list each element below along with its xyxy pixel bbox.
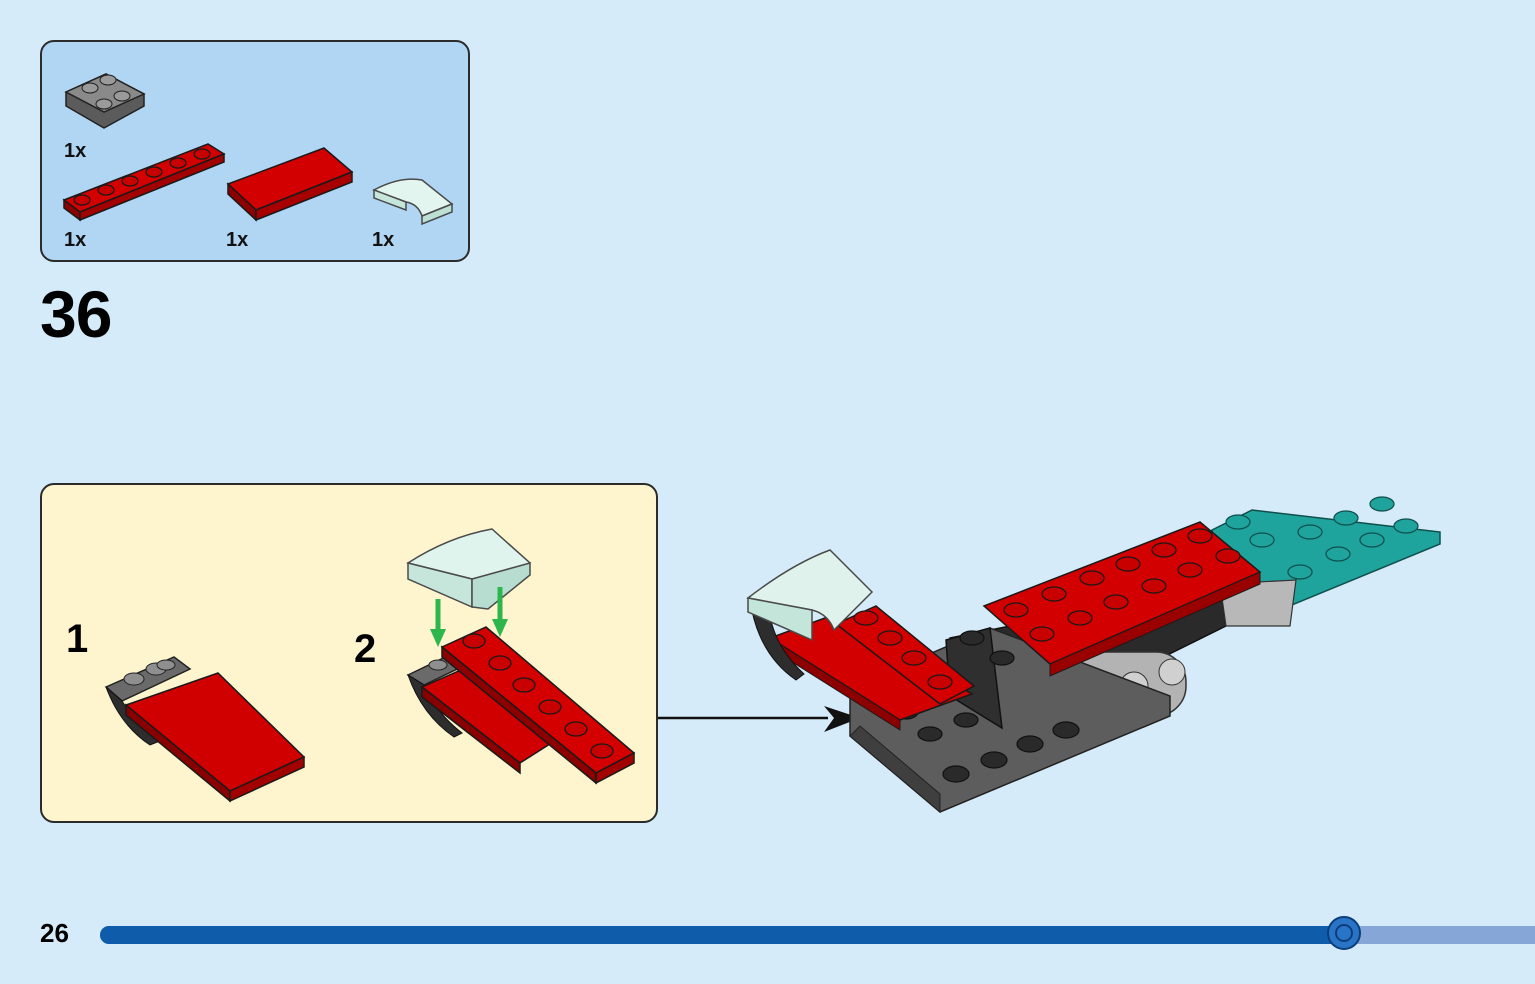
substep-callout: 1 2 xyxy=(40,483,658,823)
qty-label: 1x xyxy=(226,229,249,251)
substep-number: 1 xyxy=(66,617,89,661)
progress-fill xyxy=(100,926,1345,944)
progress-bar xyxy=(100,916,1535,950)
qty-label: 1x xyxy=(372,229,395,251)
page-number: 26 xyxy=(40,918,69,948)
plate-1x6-red-part xyxy=(62,143,226,222)
model-illustration xyxy=(746,496,1441,814)
substep-1-illustration xyxy=(104,656,306,803)
tile-2x4-red-part xyxy=(226,147,354,222)
qty-label: 1x xyxy=(64,229,87,251)
qty-label: 1x xyxy=(64,140,87,162)
substep-2-illustration xyxy=(406,528,636,785)
inverted-slope-dark-gray-part xyxy=(64,73,146,129)
progress-knob xyxy=(1327,916,1362,950)
curved-slope-light-aqua-part xyxy=(372,178,454,226)
callout-arrow xyxy=(658,706,860,732)
step-number: 36 xyxy=(40,277,112,351)
substep-number: 2 xyxy=(354,627,377,671)
parts-list: 1x 1x 1x 1x xyxy=(40,40,470,262)
